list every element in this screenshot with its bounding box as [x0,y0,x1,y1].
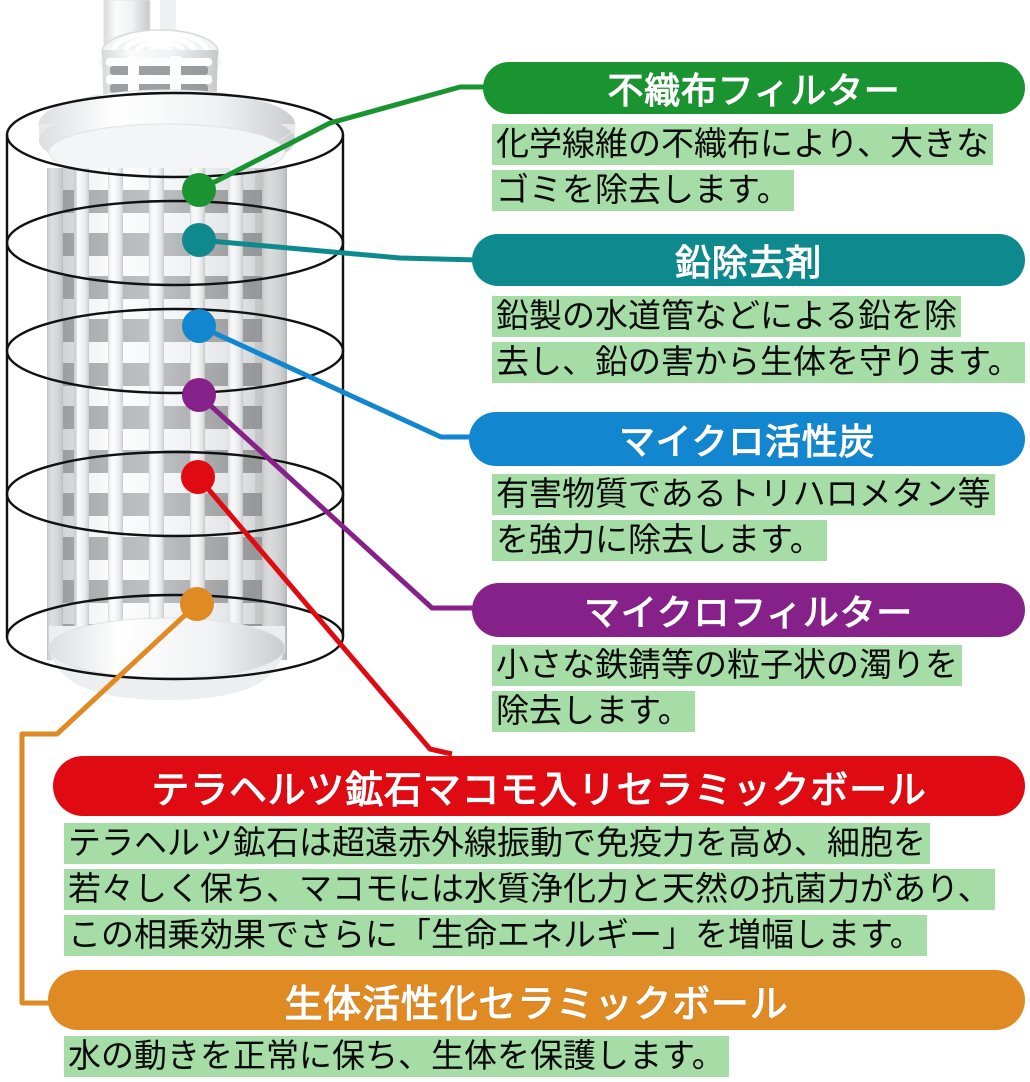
description-line: 化学線維の不織布により、大きな [492,124,994,165]
callout-description-terahertz-makomo-ceramic-ball: テラヘルツ鉱石は超遠赤外線振動で免疫力を高め、細胞を 若々しく保ち、マコモには水… [64,823,995,961]
description-line: 除去します。 [492,691,695,732]
callout-description-bio-activation-ceramic-ball: 水の動きを正常に保ち、生体を保護します。 [64,1036,729,1082]
description-line: テラヘルツ鉱石は超遠赤外線振動で免疫力を高め、細胞を [64,823,930,864]
description-line: 若々しく保ち、マコモには水質浄化力と天然の抗菌力があり、 [64,869,995,910]
callout-description-micro-filter: 小さな鉄錆等の粒子状の濁りを 除去します。 [492,645,962,737]
description-line: この相乗効果でさらに「生命エネルギー」を増幅します。 [64,915,927,956]
description-line: 去し、鉛の害から生体を守ります。 [492,342,1025,383]
description-line: ゴミを除去します。 [492,170,794,211]
description-line: 水の動きを正常に保ち、生体を保護します。 [64,1036,729,1077]
callout-title-micro-activated-carbon[interactable]: マイクロ活性炭 [469,412,1025,466]
callout-title-lead-removal-agent[interactable]: 鉛除去剤 [472,234,1025,286]
callout-title-bio-activation-ceramic-ball[interactable]: 生体活性化セラミックボール [48,970,1025,1030]
callout-description-micro-activated-carbon: 有害物質であるトリハロメタン等 を強力に除去します。 [492,474,995,566]
description-line: 鉛製の水道管などによる鉛を除 [492,296,962,337]
filter-cartridge-illustration [0,0,470,760]
callout-title-nonwoven-filter[interactable]: 不織布フィルター [483,62,1025,114]
callout-title-terahertz-makomo-ceramic-ball[interactable]: テラヘルツ鉱石マコモ入リセラミックボール [53,756,1025,816]
description-line: 有害物質であるトリハロメタン等 [492,474,995,515]
callout-description-lead-removal-agent: 鉛製の水道管などによる鉛を除 去し、鉛の害から生体を守ります。 [492,296,1025,388]
callout-description-nonwoven-filter: 化学線維の不織布により、大きな ゴミを除去します。 [492,124,994,216]
callout-title-micro-filter[interactable]: マイクロフィルター [472,583,1025,637]
description-line: を強力に除去します。 [492,520,827,561]
description-line: 小さな鉄錆等の粒子状の濁りを [492,645,962,686]
